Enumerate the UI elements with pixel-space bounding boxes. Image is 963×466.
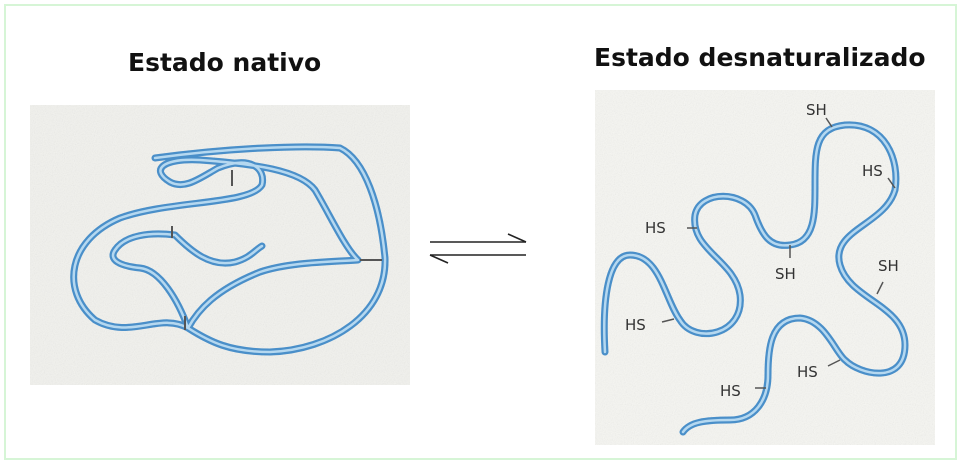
hs-label: HS <box>625 316 646 334</box>
sh-label: SH <box>806 101 827 119</box>
hs-label: HS <box>797 363 818 381</box>
sh-label: SH <box>775 265 796 283</box>
hs-label: HS <box>645 219 666 237</box>
sh-label: SH <box>878 257 899 275</box>
equilibrium-arrows <box>430 234 526 263</box>
forward-arrow-head <box>508 234 526 242</box>
hs-label: HS <box>720 382 741 400</box>
reverse-arrow-head <box>430 255 448 263</box>
hs-label: HS <box>862 162 883 180</box>
